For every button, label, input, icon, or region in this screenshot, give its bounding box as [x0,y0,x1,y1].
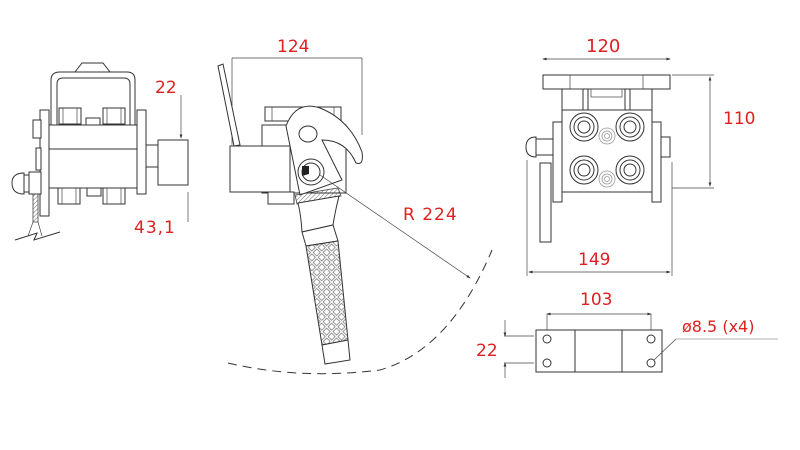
dim-front-124: 124 [277,37,309,57]
dim-plate-103: 103 [580,290,612,310]
dim-plate-22: 22 [476,341,498,361]
hole-callout: ø8.5 (x4) [682,317,754,336]
dim-end-149: 149 [578,250,610,270]
end-view: 120 110 14 [525,36,755,276]
front-view: 124 R 224 [217,37,493,375]
dim-side-22: 22 [155,78,177,98]
dim-radius-224: R 224 [403,205,458,225]
dim-side-43-1: 43,1 [134,218,176,238]
dim-end-110: 110 [723,109,755,129]
side-view: 22 43,1 [11,62,189,241]
mounting-plate-view: 103 22 ø8.5 (x4) [476,290,778,378]
dim-end-120: 120 [586,36,620,57]
roller-group [569,112,645,188]
